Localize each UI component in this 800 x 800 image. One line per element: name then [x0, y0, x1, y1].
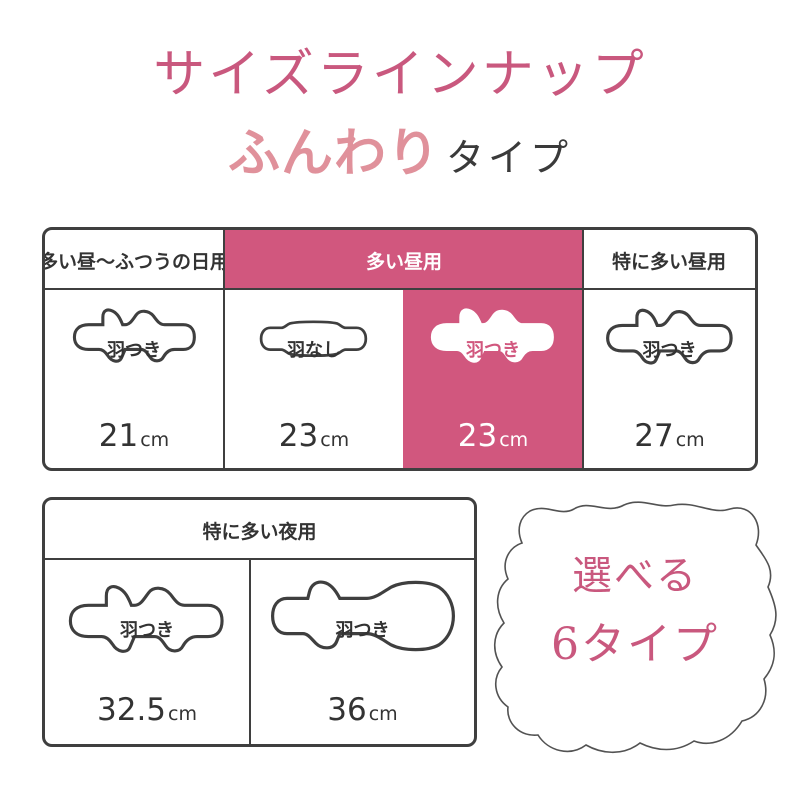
callout-line-1: 選べる: [572, 553, 698, 599]
product-label: 羽つき: [120, 620, 174, 641]
product-label: 羽つき: [642, 340, 697, 361]
product-label: 羽つき: [335, 620, 390, 641]
subtitle-accent: ふんわり: [227, 124, 440, 184]
product-label: 羽つき: [466, 340, 520, 361]
column-divider: [223, 230, 225, 468]
header-cell-heavy-day: 多い昼用: [225, 230, 583, 290]
header-divider: [45, 288, 755, 290]
header-cell-extra-heavy-night: 特に多い夜用: [202, 520, 317, 543]
page-title: サイズラインナップ: [153, 45, 647, 105]
column-divider: [249, 560, 251, 744]
callout-line-2: 6タイプ: [551, 619, 719, 670]
header-cell-extra-heavy-day: 特に多い昼用: [611, 250, 726, 273]
product-label: 羽なし: [287, 340, 341, 361]
speech-bubble-outline: [493, 501, 777, 754]
header-divider: [45, 558, 474, 560]
product-label: 羽つき: [107, 340, 161, 361]
page-subtitle: ふんわりタイプ: [0, 122, 800, 198]
subtitle-rest: タイプ: [446, 136, 573, 180]
header-cell-regular-day: 多い昼〜ふつうの日用: [42, 250, 230, 273]
column-divider: [582, 230, 584, 468]
